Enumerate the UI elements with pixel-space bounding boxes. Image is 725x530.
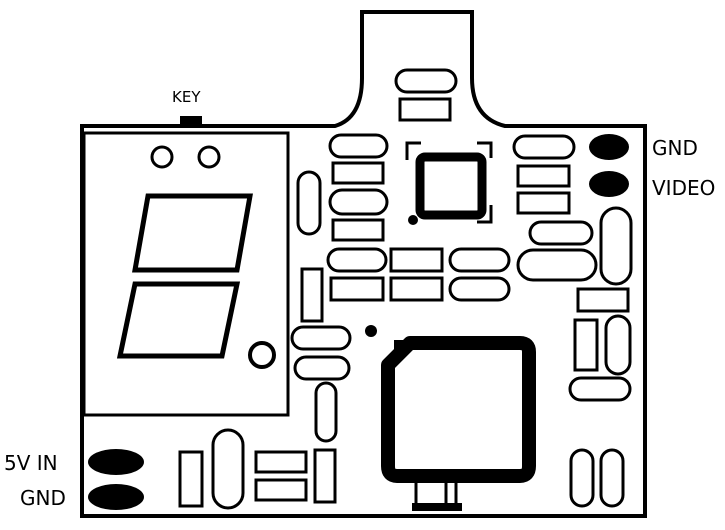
main-chip [405, 141, 493, 225]
pad-gnd-left [88, 484, 144, 510]
tab-component-rect [398, 97, 452, 122]
video-label: VIDEO [652, 176, 716, 200]
large-module [381, 336, 536, 511]
pad-video [589, 171, 629, 197]
key-label: KEY [172, 88, 201, 106]
bottom-components [178, 428, 337, 510]
display-hole-left [150, 145, 174, 169]
segment-lower [116, 281, 241, 359]
middle-components [389, 247, 511, 302]
pad-gnd-right [589, 134, 629, 160]
via-dot [365, 325, 377, 337]
power-in-label: 5V IN [4, 451, 58, 475]
display-hole-right [197, 145, 221, 169]
lower-left-components [290, 325, 352, 443]
right-upper-components [512, 134, 633, 313]
seven-segment-display [82, 131, 290, 417]
right-lower-components [568, 314, 632, 508]
decimal-point [248, 341, 276, 369]
pad-5v-in [88, 449, 144, 475]
upper-left-components [296, 133, 389, 323]
segment-upper [132, 193, 253, 273]
board-outline [80, 10, 647, 518]
gnd-label-left: GND [20, 486, 66, 510]
gnd-label-right: GND [652, 136, 698, 160]
tab-component-oval [394, 68, 458, 94]
key-button [180, 116, 202, 126]
